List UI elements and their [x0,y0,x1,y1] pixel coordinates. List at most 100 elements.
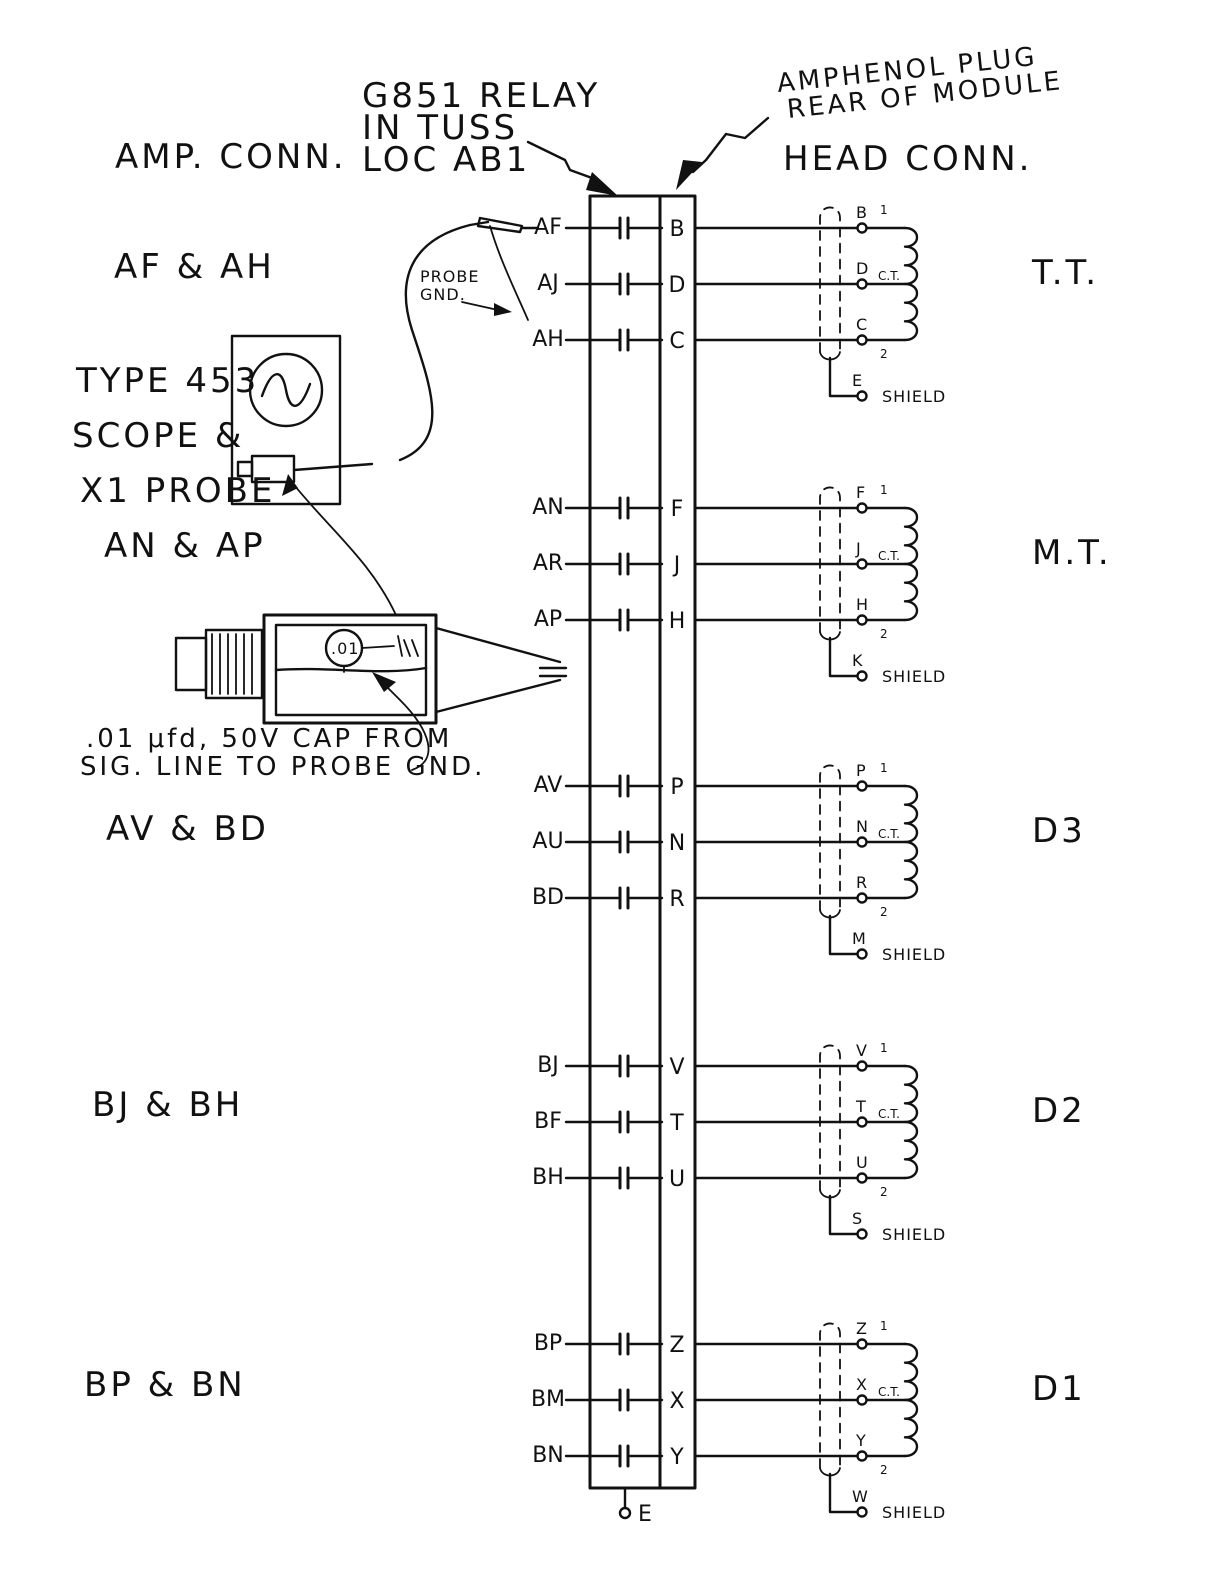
head-pin-label: P [856,761,867,780]
coil-tap-label: 2 [880,905,888,919]
coil-tap-label: C.T. [878,1107,900,1121]
amp-pin-label: AN [532,495,564,520]
cap-note-line2: SIG. LINE TO PROBE GND. [80,752,485,782]
bnc-knurl-lines [211,633,253,695]
amp-pin-label: BM [531,1387,565,1412]
head-pin-label: J [855,539,862,558]
probe-gnd-pointer [461,301,499,311]
head-terminal [856,836,868,848]
amp-pin-label: BJ [537,1053,559,1078]
head-coil-icon [903,226,919,342]
shield-pin-label: K [852,651,864,670]
amp-pin-label: AR [533,551,563,576]
amp-pair-label: BJ & BH [92,1085,243,1125]
plug-pin-label: C [669,329,684,354]
head-label: T.T. [1031,253,1099,293]
head-pin-label: H [856,595,869,614]
amp-pin-label: BP [534,1331,562,1356]
plug-pointer-line [691,116,770,174]
shield-label: SHIELD [882,667,946,686]
shield-terminal [856,1228,868,1240]
amp-pin-label: AV [534,773,563,798]
scope-arrowhead [282,474,298,496]
adapter-leads [538,666,568,678]
head-pin-label: B [856,203,868,222]
coil-tap-label: C.T. [878,549,900,563]
amp-pair-label: AN & AP [104,526,266,566]
sine-wave-icon [260,373,312,407]
probe-input-jack [236,460,254,478]
plug-pin-label: V [669,1055,684,1080]
shield-terminal [856,948,868,960]
adapter-taper [434,626,562,714]
coil-tap-label: 1 [880,483,888,497]
plug-pin-label: F [671,497,684,522]
shield-pin-label: M [852,929,867,948]
amp-pin-label: AJ [537,271,559,296]
head-terminal [856,1450,868,1462]
coil-tap-label: 1 [880,1319,888,1333]
cable-shield [819,206,841,353]
ground-terminal [618,1506,632,1520]
head-pin-label: N [856,817,869,836]
coil-tap-label: 2 [880,347,888,361]
scope-label-line1: TYPE 453 [75,361,259,401]
amp-pair-label: AV & BD [106,809,269,849]
cap-note-arrowhead [372,672,396,692]
shield-pin-label: S [852,1209,863,1228]
head-pin-label: V [856,1041,868,1060]
head-terminal [856,892,868,904]
head-terminal [856,334,868,346]
probe-tip-icon [476,216,524,234]
shield-label: SHIELD [882,1225,946,1244]
amp-pin-label: BN [532,1443,564,1468]
cable-shield [819,1044,841,1191]
plug-pin-label: J [672,553,681,578]
head-label: D3 [1032,811,1086,851]
coil-tap-label: C.T. [878,269,900,283]
cap-note-pointer [383,683,430,771]
amp-pin-label: AP [534,607,562,632]
cable-shield [819,764,841,911]
head-pin-label: Y [855,1431,867,1450]
head-terminal [856,222,868,234]
scope-screen [248,352,324,428]
shield-drain-wire [828,1472,859,1514]
cable-shield [819,486,841,633]
amp-conn-header: AMP. CONN. [115,137,347,177]
coil-tap-label: 1 [880,203,888,217]
amp-pin-label: AU [532,829,563,854]
head-pin-label: D [856,259,869,278]
probe-cable-out [292,462,374,472]
probe-ground-lead [489,225,529,321]
coil-tap-label: C.T. [878,827,900,841]
coil-tap-label: 1 [880,1041,888,1055]
head-conn-header: HEAD CONN. [783,139,1032,179]
amp-pair-label: BP & BN [84,1365,246,1405]
bnc-knurled-body [204,628,264,700]
head-terminal [856,780,868,792]
head-pin-label: C [856,315,868,334]
plug-pin-label: X [669,1389,684,1414]
head-pin-label: T [855,1097,867,1116]
shield-label: SHIELD [882,1503,946,1522]
probe-gnd-arrowhead [494,303,512,316]
head-terminal [856,1060,868,1072]
amp-pin-label: BH [532,1165,564,1190]
bnc-adapter: .01 [174,613,568,725]
shield-label: SHIELD [882,387,946,406]
plug-pin-label: N [669,831,685,856]
shield-drain-wire [828,1194,859,1236]
scope-body [230,334,342,506]
amp-pin-label: BF [534,1109,562,1134]
head-terminal [856,1394,868,1406]
cable-shield [819,1322,841,1469]
relay-label-line3: LOC AB1 [362,140,530,180]
ground-pin-label: E [638,1502,652,1527]
plug-pin-label: P [670,775,683,800]
relay-label-line2: IN TUSS [362,108,518,148]
cap-note-line1: .01 μfd, 50V CAP FROM [86,724,452,754]
